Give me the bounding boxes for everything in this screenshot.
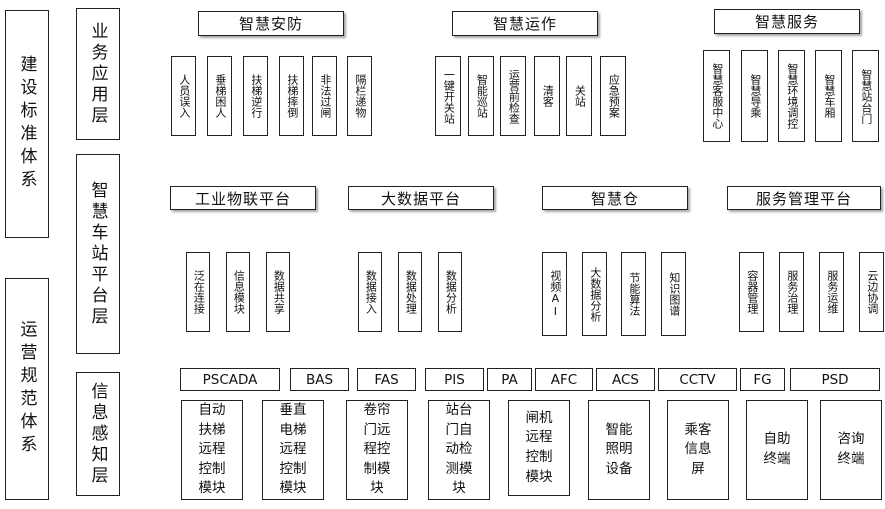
platform-item: 数据处理 [398, 252, 422, 332]
module-escalator-control: 自动 扶梯 远程 控制 模块 [181, 400, 243, 500]
layer-label-business: 业务应用层 [76, 8, 120, 140]
module-platform-door-detection: 站台 门自 动检 测模 块 [428, 400, 490, 500]
business-item: 智慧站台门 [852, 50, 879, 142]
platform-item: 数据分析 [438, 252, 462, 332]
platform-item: 知识图谱 [661, 252, 686, 336]
platform-item: 容器管理 [739, 252, 764, 332]
module-inquiry-terminal: 咨询 终端 [820, 400, 882, 500]
layer-label-sensing: 信息感知层 [76, 372, 120, 496]
protocol-pa: PA [487, 368, 532, 391]
group-header-service-management: 服务管理平台 [727, 186, 881, 210]
business-item: 智慧车厢 [815, 50, 842, 142]
protocol-pscada: PSCADA [180, 368, 280, 391]
business-item: 智慧环境调控 [778, 50, 805, 142]
protocol-cctv: CCTV [658, 368, 737, 391]
group-header-smart-security: 智慧安防 [198, 11, 344, 36]
group-header-smart-operation: 智慧运作 [452, 11, 598, 36]
group-header-iot-platform: 工业物联平台 [170, 186, 316, 210]
business-item: 智慧导乘 [741, 50, 768, 142]
platform-item: 视频AI [542, 252, 567, 336]
group-header-smart-warehouse: 智慧仓 [542, 186, 688, 210]
module-gate-control: 闸机 远程 控制 模块 [508, 400, 570, 496]
business-item: 扶梯摔倒 [279, 56, 304, 136]
protocol-acs: ACS [596, 368, 655, 391]
platform-item: 数据共享 [266, 252, 290, 332]
protocol-bas: BAS [290, 368, 349, 391]
group-header-smart-service: 智慧服务 [714, 9, 860, 34]
platform-item: 信息模块 [226, 252, 250, 332]
module-shutter-door-control: 卷帘 门远 程控 制模 块 [346, 400, 408, 500]
business-item: 垂梯困人 [207, 56, 232, 136]
platform-item: 泛在连接 [186, 252, 210, 332]
group-header-bigdata-platform: 大数据平台 [348, 186, 494, 210]
business-item: 运营前检查 [500, 56, 526, 136]
module-elevator-control: 垂直 电梯 远程 控制 模块 [262, 400, 324, 500]
platform-item: 大数据分析 [582, 252, 607, 336]
layer-label-platform: 智慧车站平台层 [76, 154, 120, 354]
business-item: 隔栏递物 [347, 56, 372, 136]
protocol-pis: PIS [425, 368, 484, 391]
platform-item: 服务运维 [819, 252, 844, 332]
business-item: 一键开关站 [435, 56, 461, 136]
module-passenger-info-screen: 乘客 信息 屏 [667, 400, 729, 500]
protocol-psd: PSD [790, 368, 880, 391]
platform-item: 服务治理 [779, 252, 804, 332]
business-item: 人员误入 [171, 56, 196, 136]
business-item: 智能巡站 [468, 56, 494, 136]
side-label-operation-norms: 运营规范体系 [5, 278, 49, 500]
protocol-afc: AFC [535, 368, 593, 391]
protocol-fg: FG [740, 368, 785, 391]
platform-item: 云边协调 [859, 252, 884, 332]
side-label-construction-standards: 建设标准体系 [5, 10, 49, 238]
platform-item: 数据接入 [358, 252, 382, 332]
module-self-service-terminal: 自助 终端 [746, 400, 808, 500]
module-smart-lighting: 智能 照明 设备 [588, 400, 650, 500]
business-item: 应急预案 [600, 56, 626, 136]
business-item: 清客 [534, 56, 560, 136]
business-item: 扶梯逆行 [243, 56, 268, 136]
business-item: 智慧客服中心 [703, 50, 730, 142]
protocol-fas: FAS [357, 368, 416, 391]
business-item: 非法过闸 [312, 56, 337, 136]
platform-item: 节能算法 [621, 252, 646, 336]
business-item: 关站 [566, 56, 592, 136]
